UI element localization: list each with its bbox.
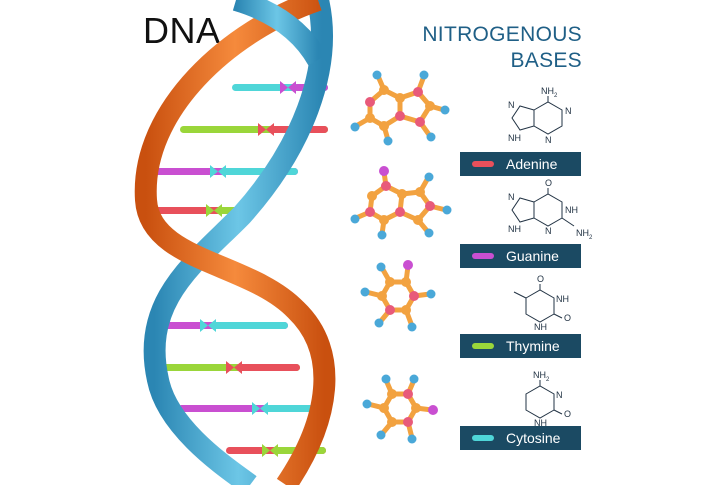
label-thymine: Thymine	[460, 334, 581, 358]
adenine-n-left: N	[545, 135, 552, 145]
thymine-molecule-model	[360, 260, 436, 332]
guanine-amino-label: NH2	[576, 228, 593, 241]
guanine-color-swatch	[472, 253, 494, 259]
cytosine-oxygen-right: O	[564, 409, 571, 419]
adenine-label-text: Adenine	[506, 156, 558, 172]
cytosine-label-text: Cytosine	[506, 430, 561, 446]
adenine-molecule-model	[350, 70, 450, 146]
cytosine-n-right: N	[556, 390, 563, 400]
base-pair-rung	[150, 361, 300, 374]
base-pair-rung	[148, 319, 288, 332]
adenine-n-top: N	[508, 100, 515, 110]
thymine-oxygen-top: O	[537, 274, 544, 284]
adenine-color-swatch	[472, 161, 494, 167]
adenine-amino-label: NH2	[541, 86, 558, 99]
nitrogenous-bases-title-line2: BASES	[510, 49, 582, 72]
nitrogenous-bases-title-line1: NITROGENOUS	[422, 23, 582, 46]
thymine-label-text: Thymine	[506, 338, 560, 354]
base-pair-rung	[178, 402, 328, 415]
dna-title: DNA	[143, 10, 221, 51]
thymine-structure	[513, 284, 563, 323]
guanine-nh-right: NH	[565, 205, 578, 215]
label-adenine: Adenine	[460, 152, 581, 176]
cytosine-molecule-model	[362, 374, 438, 444]
thymine-color-swatch	[472, 343, 494, 349]
guanine-oxygen: O	[545, 178, 552, 188]
dna-strand-blue-back	[143, 0, 333, 485]
guanine-n-left: N	[508, 192, 515, 202]
cytosine-amino-label: NH2	[533, 370, 550, 383]
cytosine-nh-bottom: NH	[534, 418, 547, 428]
cytosine-color-swatch	[472, 435, 494, 441]
guanine-n-low: N	[545, 226, 552, 236]
nitrogenous-bases-title: NITROGENOUS BASES	[422, 22, 582, 74]
thymine-nh-bottom: NH	[534, 322, 547, 332]
dna-strand-blue-front	[232, 0, 328, 66]
cytosine-structure	[525, 380, 563, 419]
guanine-structure	[511, 188, 575, 227]
adenine-n-right: N	[565, 106, 572, 116]
guanine-nh-bottom: NH	[508, 224, 521, 234]
adenine-nh-bottom: NH	[508, 133, 521, 143]
thymine-oxygen-right: O	[564, 313, 571, 323]
thymine-nh-right: NH	[556, 294, 569, 304]
adenine-structure	[511, 96, 563, 135]
guanine-label-text: Guanine	[506, 248, 559, 264]
dna-strand-orange	[134, 0, 336, 485]
label-cytosine: Cytosine	[460, 426, 581, 450]
label-guanine: Guanine	[460, 244, 581, 268]
guanine-molecule-model	[350, 166, 452, 240]
